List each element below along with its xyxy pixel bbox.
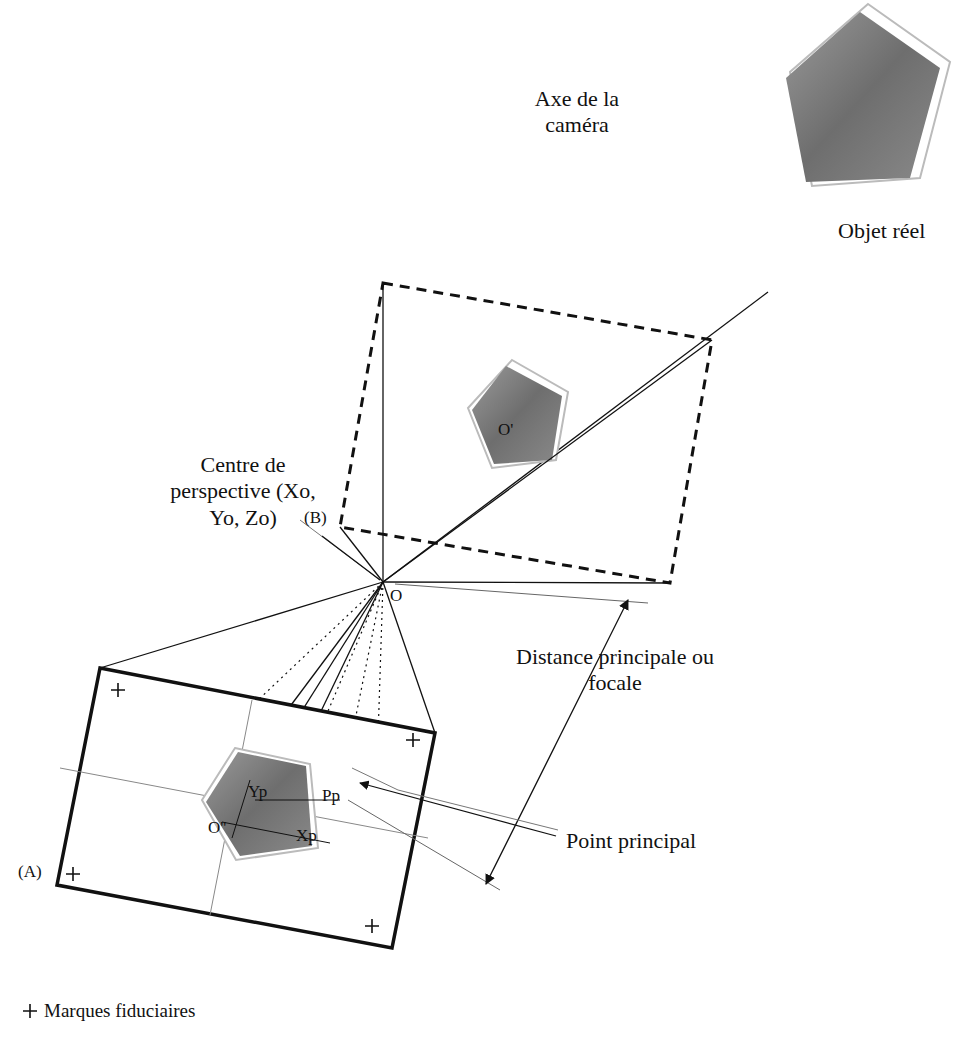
label: Yp [248, 782, 267, 802]
label: Objet réel [838, 218, 925, 244]
label: Distance principale ou focale [510, 644, 720, 697]
image-axes [222, 780, 340, 843]
camera-axis [383, 292, 768, 582]
fiducial-mark [66, 683, 420, 933]
legend-symbol [22, 1003, 38, 1019]
positive-plane [340, 283, 712, 583]
label: Pp [322, 786, 340, 806]
real-object [786, 4, 950, 186]
label: (A) [18, 862, 42, 882]
label: O [390, 586, 402, 606]
label: Centre de perspective (Xo, Yo, Zo) [168, 452, 318, 531]
fiducial-axes [60, 700, 428, 915]
label: (B) [304, 508, 327, 528]
label: Xp [296, 826, 317, 846]
image-object [202, 748, 318, 860]
leader-line [352, 768, 558, 830]
label: Point principal [566, 828, 696, 854]
leader-arrow [360, 783, 556, 836]
label: O'' [208, 818, 226, 838]
image-frame [57, 668, 435, 948]
legend-text: Marques fiduciaires [44, 1000, 195, 1022]
label: Axe de la caméra [516, 86, 638, 139]
plane-object [468, 360, 568, 468]
label: O' [498, 420, 513, 440]
legend: Marques fiduciaires [22, 1000, 195, 1022]
leader-line [322, 536, 380, 580]
leader-line [300, 520, 380, 580]
